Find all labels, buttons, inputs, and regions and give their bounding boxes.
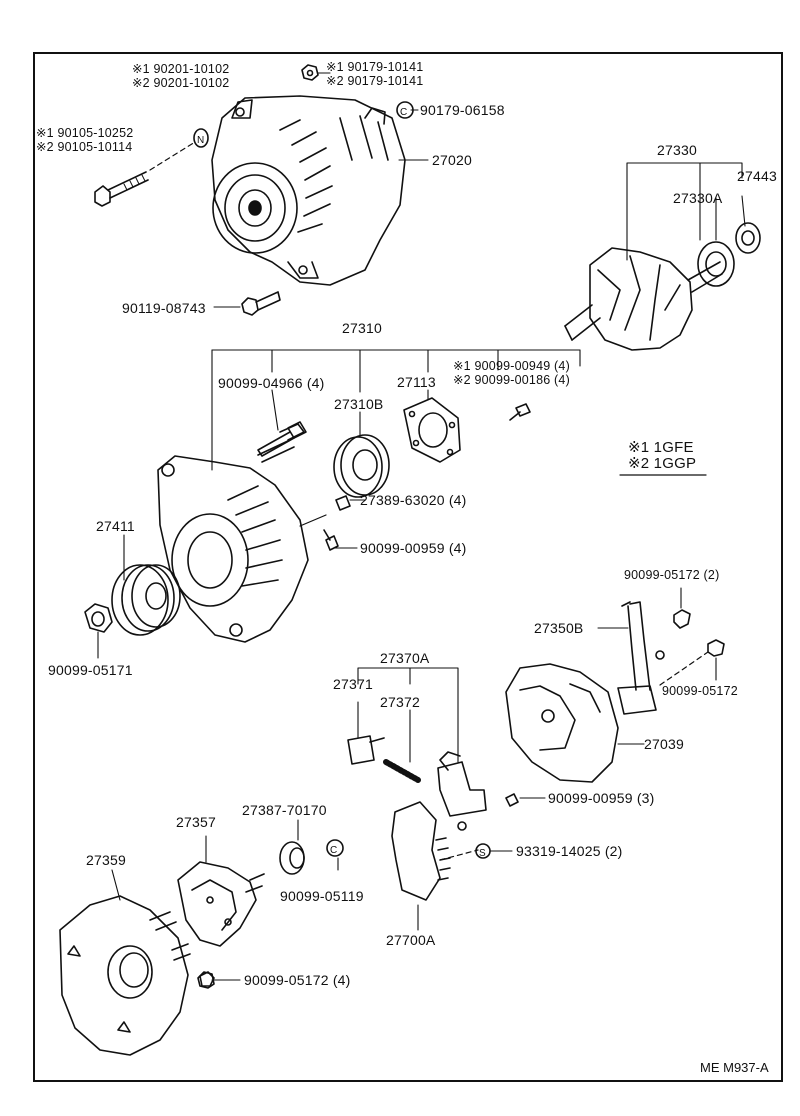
- part-label: 27359: [86, 852, 126, 868]
- part-label: 90099-05172: [662, 684, 738, 698]
- part-label: 27372: [380, 694, 420, 710]
- part-label: 27330A: [673, 190, 723, 206]
- part-label: ※1 90179-10141: [326, 60, 424, 74]
- part-label: 27371: [333, 676, 373, 692]
- legend-line: ※2 1GGP: [628, 455, 697, 472]
- lead-wire-drawing: [617, 601, 725, 715]
- part-label: 90099-04966 (4): [218, 375, 325, 391]
- part-label: 27357: [176, 814, 216, 830]
- legend-line: ※1 1GFE: [628, 439, 694, 456]
- part-label: 90099-05119: [280, 888, 364, 904]
- part-label: ※2 90179-10141: [326, 74, 424, 88]
- part-label: ※1 90201-10102: [132, 62, 230, 76]
- part-label: 93319-14025 (2): [516, 843, 623, 859]
- svg-text:C: C: [400, 107, 407, 118]
- diagram-code: ME M937-A: [700, 1060, 769, 1075]
- svg-text:C: C: [330, 845, 337, 856]
- svg-text:S: S: [479, 848, 486, 859]
- part-label: 27020: [432, 152, 472, 168]
- regulator-drawing: S: [391, 793, 519, 901]
- bolt-08743-drawing: [241, 291, 281, 316]
- rear-cover-drawing: [505, 663, 619, 783]
- part-label: 27370A: [380, 650, 430, 666]
- part-label: 90119-08743: [122, 300, 206, 316]
- diagram-frame: [33, 52, 783, 1082]
- part-label: ※2 90201-10102: [132, 76, 230, 90]
- part-label: ※2 90105-10114: [36, 140, 133, 154]
- pulley-drawing: [84, 564, 181, 636]
- part-label: 27389-63020 (4): [360, 492, 467, 508]
- part-label: ※1 90099-00949 (4): [453, 359, 570, 373]
- part-label: 27330: [657, 142, 697, 158]
- long-bolt-drawing: N: [94, 128, 209, 207]
- nut-05172-bottom-drawing: [197, 971, 215, 989]
- part-label: 27310B: [334, 396, 384, 412]
- bearing-27310b-drawing: [333, 434, 390, 498]
- part-label: 27387-70170: [242, 802, 327, 818]
- insulator-nut-drawing: C: [279, 839, 344, 875]
- part-label: ※2 90099-00186 (4): [453, 373, 570, 387]
- part-label: 90099-00959 (3): [548, 790, 655, 806]
- part-label: 90099-05172 (4): [244, 972, 351, 988]
- small-screws-drawing: [323, 403, 531, 551]
- part-label: ※1 90105-10252: [36, 126, 134, 140]
- rectifier-end-frame-drawing: [59, 895, 215, 1056]
- part-label: 27310: [342, 320, 382, 336]
- part-label: 27700A: [386, 932, 436, 948]
- brush-holder-drawing: [347, 735, 487, 831]
- part-label: 27411: [96, 518, 135, 534]
- plate-27113-drawing: [403, 397, 461, 463]
- leader-lines: [97, 72, 746, 981]
- bolt-04966-drawing: [257, 421, 307, 457]
- drive-end-frame-drawing: [157, 423, 327, 643]
- part-label: 90179-06158: [420, 102, 505, 118]
- part-label: 90099-05172 (2): [624, 568, 720, 582]
- rotor-drawing: [564, 222, 761, 351]
- part-label: 27113: [397, 374, 436, 390]
- rectifier-drawing: [177, 861, 265, 947]
- svg-text:N: N: [197, 135, 204, 146]
- part-label: 27039: [644, 736, 684, 752]
- part-label: 27350B: [534, 620, 584, 636]
- alternator-assembly-drawing: [211, 95, 406, 286]
- part-label: 27443: [737, 168, 777, 184]
- part-label: 90099-05171: [48, 662, 133, 678]
- part-label: 90099-00959 (4): [360, 540, 467, 556]
